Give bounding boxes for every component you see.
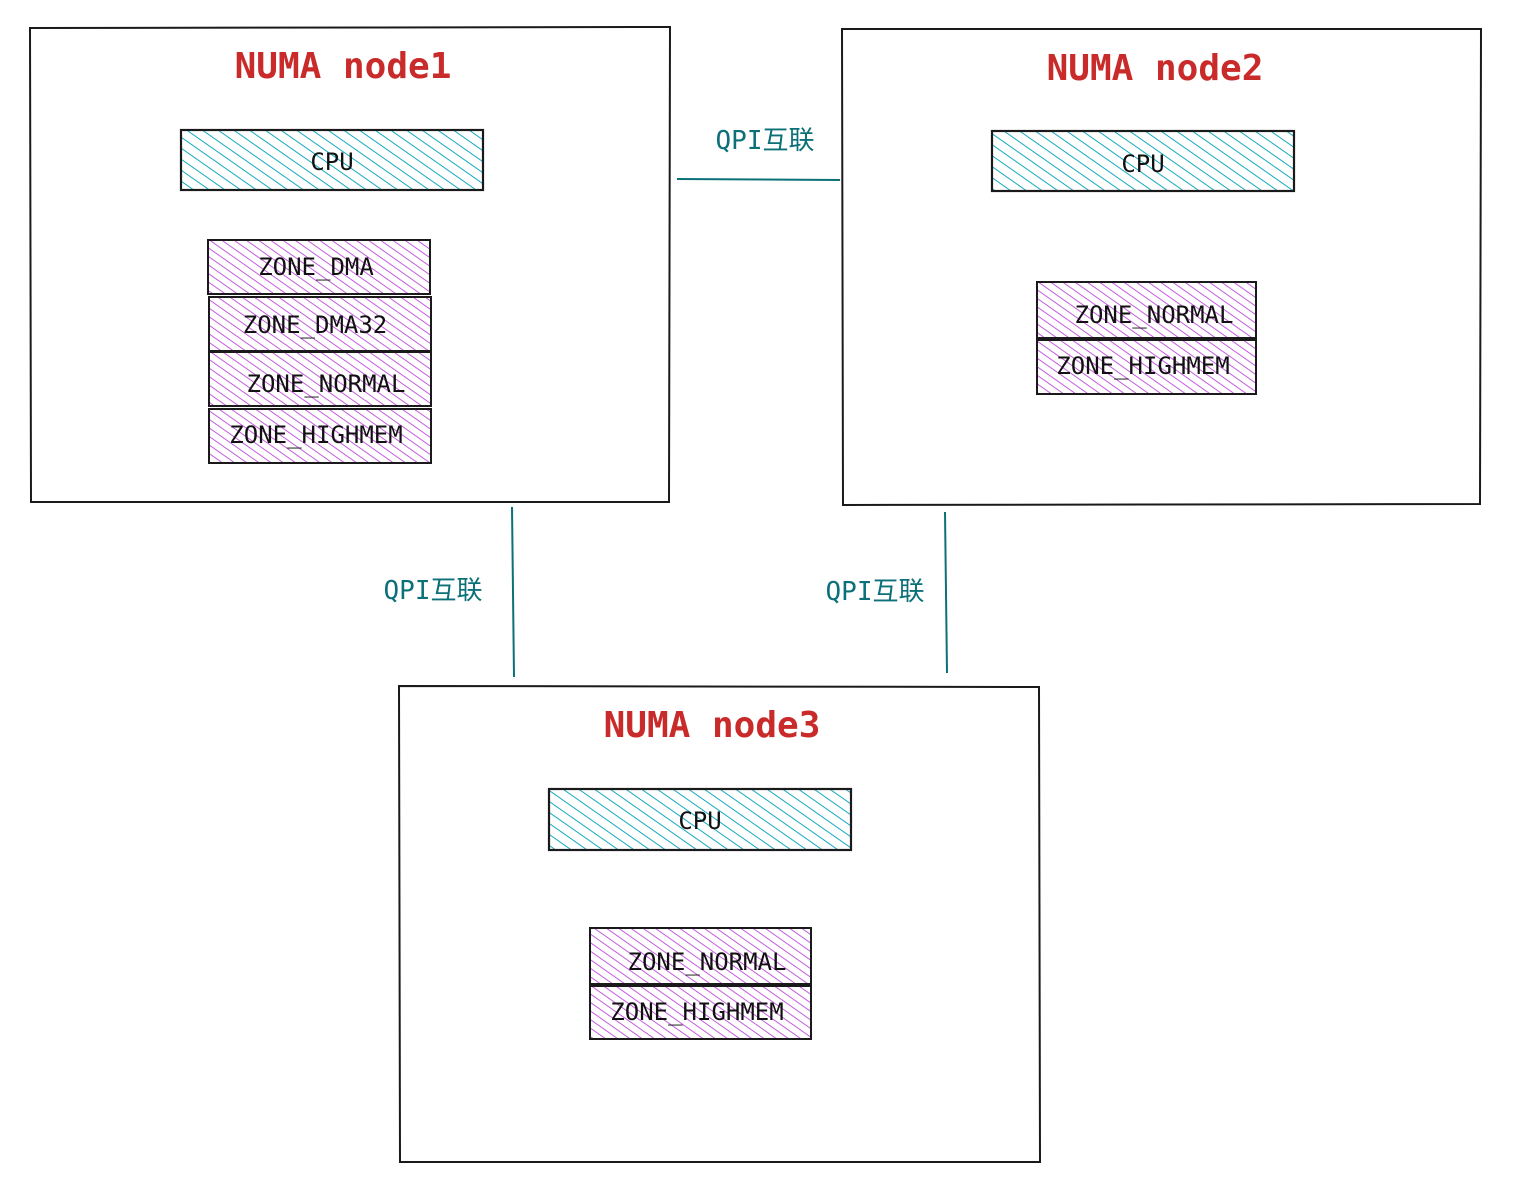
numa-node-1: NUMA node1 CPU ZONE_DMA ZONE_DMA32 ZONE_…	[28, 25, 672, 503]
zone-rect	[1036, 339, 1257, 395]
cpu-label: CPU	[678, 807, 721, 835]
zone-label: ZONE_HIGHMEM	[610, 998, 783, 1026]
zone-label: ZONE_NORMAL	[247, 370, 406, 398]
zone-label: ZONE_HIGHMEM	[229, 421, 402, 449]
link-node1-node2: QPI互联	[676, 126, 841, 181]
link-label: QPI互联	[826, 577, 925, 607]
cpu-rect	[179, 128, 485, 192]
cpu-rect	[990, 129, 1296, 193]
zone-block: ZONE_DMA32	[208, 296, 432, 352]
node-border	[840, 28, 1483, 507]
zone-label: ZONE_NORMAL	[628, 948, 787, 976]
zone-block: ZONE_HIGHMEM	[589, 985, 812, 1040]
zone-rect	[589, 927, 812, 985]
zone-label: ZONE_HIGHMEM	[1056, 352, 1229, 380]
numa-node-3: NUMA node3 CPU ZONE_NORMAL ZONE_HIGHMEM	[397, 684, 1042, 1163]
link-node2-node3: QPI互联	[826, 511, 948, 674]
numa-node-2: NUMA node2 CPU ZONE_NORMAL ZONE_HIGHMEM	[840, 28, 1483, 507]
link-line	[511, 506, 515, 678]
zone-rect	[208, 296, 432, 352]
zone-label: ZONE_DMA	[258, 253, 374, 281]
zone-rect	[589, 985, 812, 1040]
zone-block: ZONE_DMA	[207, 239, 431, 295]
node-title: NUMA node1	[235, 46, 452, 87]
link-line	[676, 178, 841, 181]
zone-rect	[208, 408, 432, 464]
zone-block: ZONE_HIGHMEM	[1036, 339, 1257, 395]
cpu-block: CPU	[179, 128, 485, 192]
link-line	[944, 511, 948, 674]
zone-rect	[207, 239, 431, 295]
cpu-block: CPU	[547, 787, 853, 852]
link-label: QPI互联	[384, 576, 483, 606]
link-node1-node3: QPI互联	[384, 506, 515, 678]
zone-block: ZONE_NORMAL	[1036, 281, 1257, 339]
cpu-block: CPU	[990, 129, 1296, 193]
cpu-label: CPU	[310, 148, 353, 176]
node-border	[397, 684, 1042, 1163]
zone-rect	[208, 351, 432, 407]
node-title: NUMA node3	[604, 705, 821, 746]
cpu-label: CPU	[1121, 150, 1164, 178]
zone-label: ZONE_NORMAL	[1075, 301, 1234, 329]
zone-block: ZONE_HIGHMEM	[208, 408, 432, 464]
node-title: NUMA node2	[1047, 48, 1264, 89]
zone-block: ZONE_NORMAL	[208, 351, 432, 407]
zone-rect	[1036, 281, 1257, 339]
link-label: QPI互联	[716, 126, 815, 156]
cpu-rect	[547, 787, 853, 852]
zone-block: ZONE_NORMAL	[589, 927, 812, 985]
zone-label: ZONE_DMA32	[243, 311, 388, 339]
